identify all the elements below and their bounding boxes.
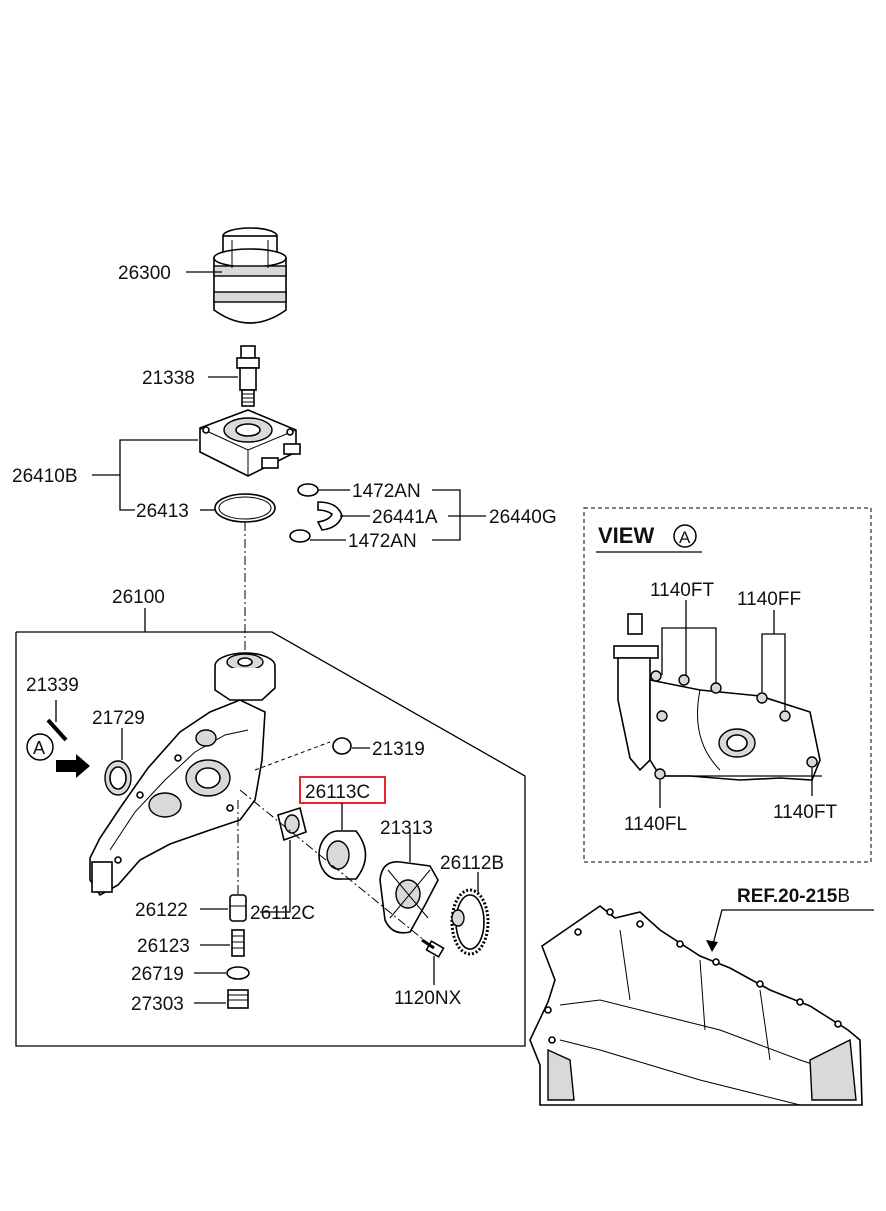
inner-rotor-26112C[interactable]	[277, 806, 307, 842]
label-26113C[interactable]: 26113C	[305, 782, 370, 803]
label-1472AN-top[interactable]: 1472AN	[352, 481, 421, 502]
oil-filter-drawing[interactable]	[213, 227, 287, 324]
dowel-pin-21339[interactable]	[46, 718, 68, 742]
label-26112B[interactable]: 26112B	[440, 853, 504, 874]
label-26122[interactable]: 26122	[135, 900, 188, 921]
view-a-panel-marker	[673, 524, 697, 548]
view-a-marker-label: A	[33, 738, 45, 758]
gasket-26413[interactable]	[214, 493, 276, 523]
view-a-marker[interactable]	[26, 733, 54, 761]
relief-valve-stack[interactable]	[226, 894, 250, 1009]
label-21313[interactable]: 21313	[380, 818, 433, 839]
label-1472AN-bottom[interactable]: 1472AN	[348, 531, 417, 552]
label-27303[interactable]: 27303	[131, 994, 184, 1015]
label-26440G[interactable]: 26440G	[489, 507, 557, 528]
label-26413[interactable]: 26413	[136, 501, 189, 522]
view-a-pump-drawing[interactable]	[613, 613, 822, 781]
label-26441A[interactable]: 26441A	[372, 507, 438, 528]
view-a-title: VIEW	[598, 523, 654, 548]
label-1140FT-top[interactable]: 1140FT	[650, 580, 714, 601]
ref-arrow-icon	[706, 940, 718, 952]
label-1120NX[interactable]: 1120NX	[394, 988, 462, 1009]
outer-rotor-26113C[interactable]	[318, 830, 367, 880]
label-21338[interactable]: 21338	[142, 368, 195, 389]
label-21339[interactable]: 21339	[26, 675, 79, 696]
bolt-1120NX[interactable]	[421, 938, 445, 958]
ref-label[interactable]: REF.20-215B	[737, 886, 850, 907]
label-26300[interactable]: 26300	[118, 263, 171, 284]
label-1140FL[interactable]: 1140FL	[624, 814, 687, 835]
oil-pan-drawing[interactable]	[529, 905, 863, 1106]
gear-26112B[interactable]	[450, 888, 490, 956]
label-26123[interactable]: 26123	[137, 936, 190, 957]
label-21729[interactable]: 21729	[92, 708, 145, 729]
view-a-arrow-icon	[56, 754, 90, 778]
ref-label-number: REF.20-215	[737, 886, 838, 907]
label-26112C[interactable]: 26112C	[250, 903, 315, 924]
label-1140FF[interactable]: 1140FF	[737, 589, 801, 610]
label-1140FT-bottom[interactable]: 1140FT	[773, 802, 837, 823]
assembly-frame-26100	[15, 631, 526, 1047]
ref-label-suffix: B	[837, 886, 850, 907]
oil-cooler-drawing[interactable]	[199, 409, 301, 477]
label-26100[interactable]: 26100	[112, 587, 165, 608]
pump-cover-21313[interactable]	[379, 861, 439, 934]
o-ring-21319[interactable]	[332, 737, 352, 755]
stud-21338-drawing[interactable]	[236, 345, 260, 407]
label-26410B[interactable]: 26410B	[12, 466, 78, 487]
view-a-panel	[583, 507, 872, 863]
label-21319[interactable]: 21319	[372, 739, 425, 760]
oil-pump-housing-drawing[interactable]	[89, 652, 276, 897]
hose-clamp-assembly[interactable]	[289, 483, 343, 543]
label-26719[interactable]: 26719	[131, 964, 184, 985]
view-a-panel-marker-label: A	[679, 528, 691, 547]
